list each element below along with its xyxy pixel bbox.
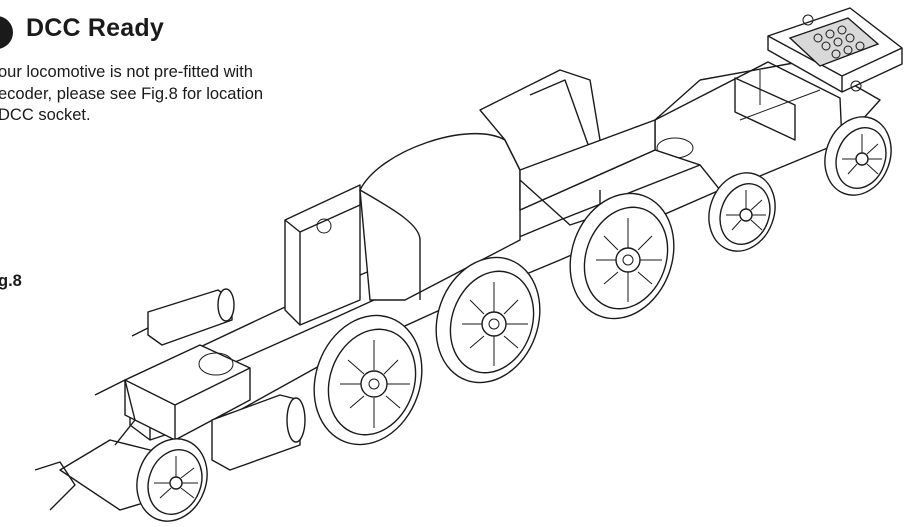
section-bullet-icon xyxy=(0,16,13,49)
main-chassis xyxy=(124,149,721,441)
trailing-wheel xyxy=(824,116,892,196)
bogie-wheel xyxy=(136,438,208,522)
driving-wheel xyxy=(313,314,423,446)
instruction-line: ecoder, please see Fig.8 for location xyxy=(0,84,264,103)
instruction-line: our locomotive is not pre-fitted with xyxy=(0,63,253,81)
instruction-line: DCC socket. xyxy=(0,106,91,124)
driving-wheel xyxy=(435,256,541,384)
motor-housing xyxy=(284,69,656,326)
dcc-socket xyxy=(767,7,903,93)
trailing-wheel xyxy=(708,172,776,252)
dcc-instructions-text: our locomotive is not pre-fitted with ec… xyxy=(0,62,263,127)
figure-label: g.8 xyxy=(0,272,22,290)
front-bogie xyxy=(34,288,306,511)
driving-wheel xyxy=(569,192,675,320)
section-heading: DCC Ready xyxy=(26,14,164,42)
